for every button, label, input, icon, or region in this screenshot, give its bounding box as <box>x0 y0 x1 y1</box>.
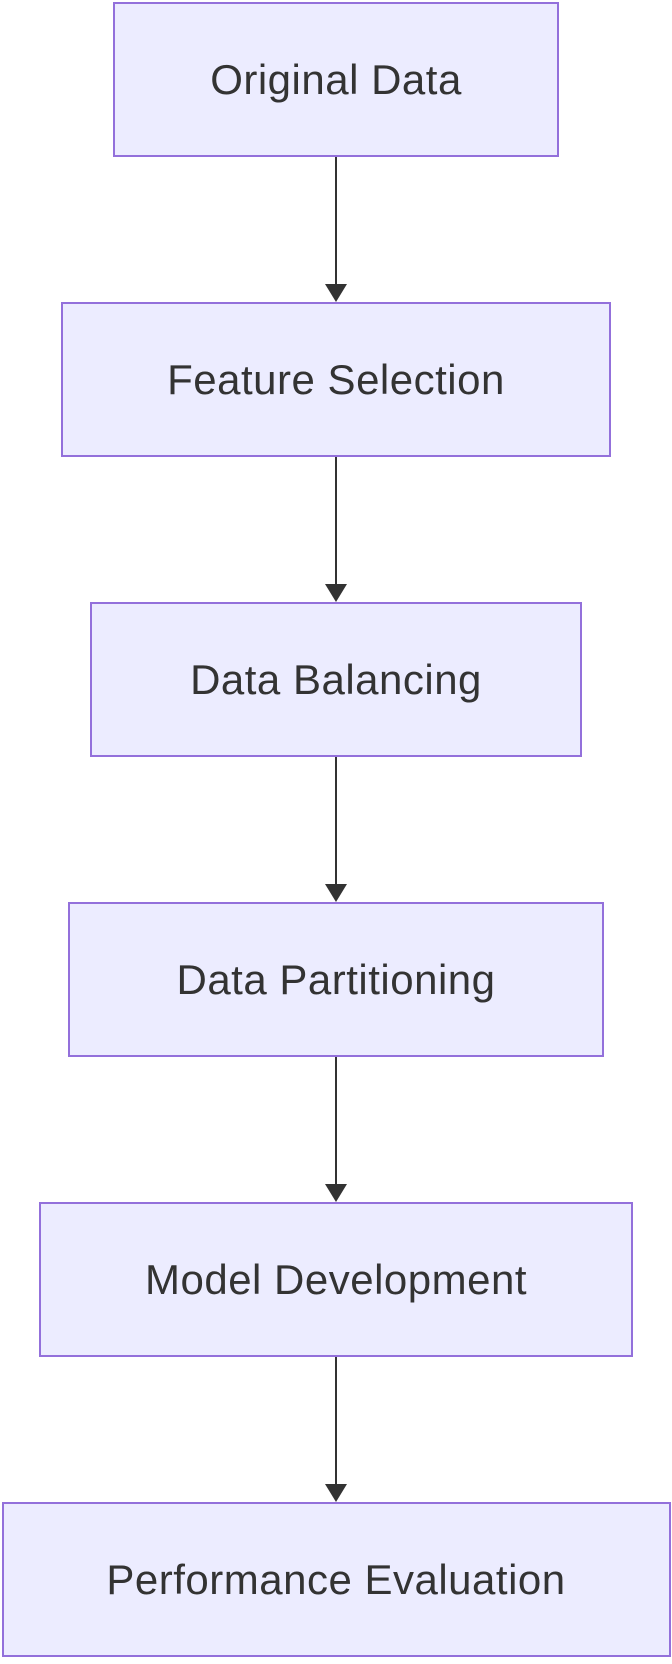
arrowhead-down-icon <box>325 884 347 902</box>
arrowhead-down-icon <box>325 1484 347 1502</box>
flow-node-data-partitioning: Data Partitioning <box>68 902 604 1057</box>
edge-feature-selection-to-data-balancing <box>325 457 347 602</box>
edge-data-partitioning-to-model-development <box>325 1057 347 1202</box>
flow-node-data-balancing: Data Balancing <box>90 602 582 757</box>
flow-node-original-data: Original Data <box>113 2 559 157</box>
arrowhead-down-icon <box>325 584 347 602</box>
arrow-line <box>335 1057 337 1185</box>
node-label-data-partitioning: Data Partitioning <box>176 955 496 1003</box>
arrow-line <box>335 457 337 585</box>
flow-node-model-development: Model Development <box>39 1202 633 1357</box>
edge-original-data-to-feature-selection <box>325 157 347 302</box>
node-label-original-data: Original Data <box>210 55 462 103</box>
flow-node-feature-selection: Feature Selection <box>61 302 611 457</box>
node-label-model-development: Model Development <box>144 1255 528 1303</box>
node-label-data-balancing: Data Balancing <box>190 655 482 703</box>
arrowhead-down-icon <box>325 284 347 302</box>
edge-model-development-to-performance-evaluation <box>325 1357 347 1502</box>
node-label-performance-evaluation: Performance Evaluation <box>106 1555 566 1603</box>
arrowhead-down-icon <box>325 1184 347 1202</box>
flow-node-performance-evaluation: Performance Evaluation <box>1 1502 671 1657</box>
arrow-line <box>335 1357 337 1485</box>
arrow-line <box>335 757 337 885</box>
node-label-feature-selection: Feature Selection <box>167 355 505 403</box>
edge-data-balancing-to-data-partitioning <box>325 757 347 902</box>
arrow-line <box>335 157 337 285</box>
